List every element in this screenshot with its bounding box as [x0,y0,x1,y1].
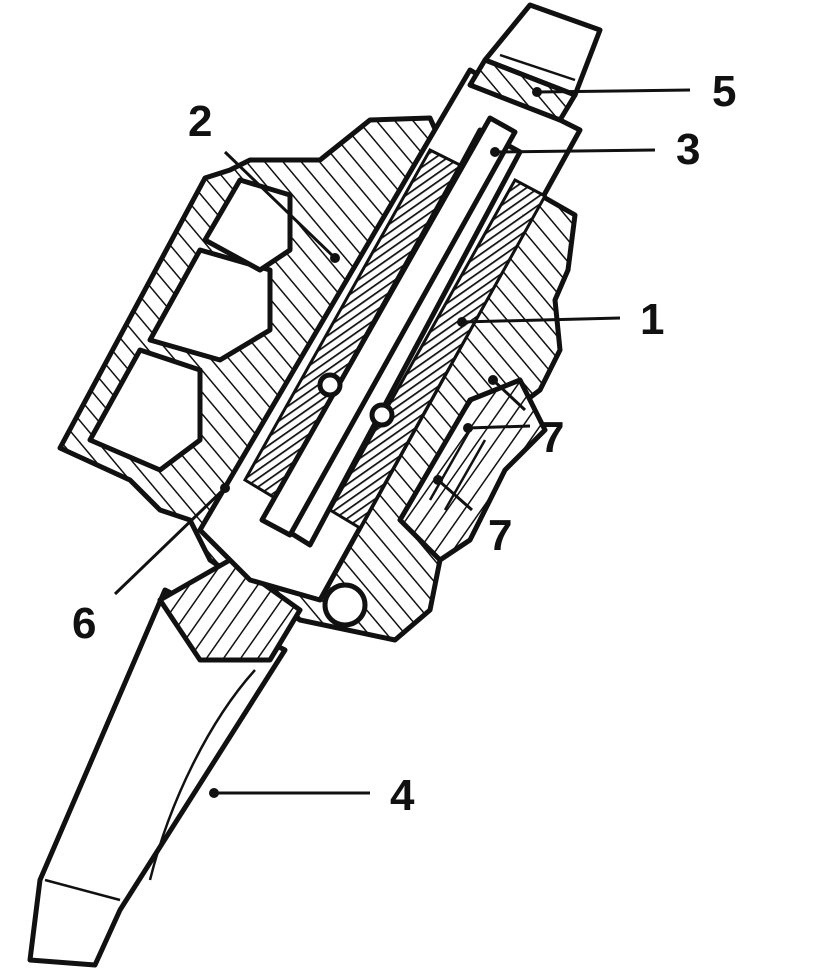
housing-block-lower [87,347,203,473]
callout-4-label: 4 [390,771,415,820]
callout-7-lower-label: 7 [488,511,512,560]
callout-6-label: 6 [72,599,96,648]
pinion-teeth-right [327,177,548,531]
pinion-body [197,67,583,628]
ball-bottom [322,582,368,628]
callout-5: 5 [532,67,736,116]
ball-upper [317,372,343,398]
callout-5-leader [536,88,691,94]
top-end [467,2,603,123]
callout-1-label: 1 [640,295,664,344]
right-housing [397,377,548,563]
callout-7-upper-label: 7 [540,413,564,462]
callout-1: 1 [457,295,664,344]
callout-1-leader [461,316,621,324]
callout-3-label: 3 [676,125,700,174]
callout-7-upper-leader-b [467,424,531,430]
callout-6: 6 [72,483,230,648]
callout-3-leader [494,148,656,154]
callout-2-leader [223,150,337,260]
callout-2: 2 [188,97,340,263]
lower-shaft [27,557,303,968]
housing-block-upper [202,177,293,273]
callout-5-label: 5 [712,67,736,116]
callout-7-lower-leader [437,478,473,512]
housing-block-middle [147,247,273,363]
inner-rod [259,115,518,538]
callout-3: 3 [490,125,700,174]
callout-7-upper-leader-a [491,378,527,412]
callout-7-lower: 7 [433,475,512,560]
ball-lower [369,402,395,428]
callout-6-leader [113,486,227,596]
callout-2-label: 2 [188,97,212,146]
callout-4: 4 [209,771,415,820]
callout-7-upper: 7 [463,375,564,462]
